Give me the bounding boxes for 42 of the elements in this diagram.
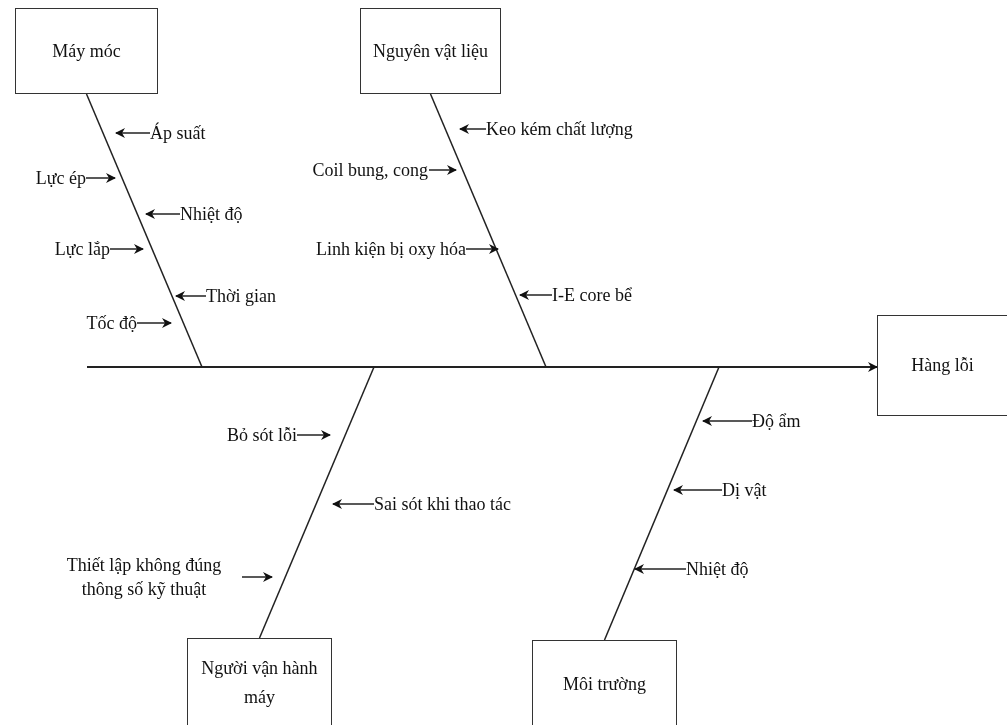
- arrow: [136, 318, 172, 328]
- arrow: [465, 244, 499, 254]
- arrow: [634, 564, 687, 574]
- category-box: Môi trường: [532, 640, 677, 725]
- cause-label: Sai sót khi thao tác: [374, 493, 511, 515]
- cause-label: Độ ẩm: [752, 410, 801, 432]
- bone-line: [603, 366, 720, 641]
- cause-label: Nhiệt độ: [686, 558, 749, 580]
- arrow: [241, 572, 273, 582]
- cause-label: Lực ép: [35, 167, 86, 189]
- bone-line: [429, 93, 547, 368]
- cause-label: I-E core bể: [552, 284, 632, 306]
- arrow: [673, 485, 723, 495]
- arrow: [85, 173, 116, 183]
- arrow: [332, 499, 375, 509]
- arrow: [175, 291, 207, 301]
- cause-label: Tốc độ: [86, 312, 137, 334]
- cause-label: Keo kém chất lượng: [486, 118, 633, 140]
- cause-label: Coil bung, cong: [312, 159, 428, 181]
- bone-line: [258, 366, 375, 639]
- arrow: [145, 209, 181, 219]
- spine-arrow: [86, 362, 878, 372]
- arrow: [459, 124, 487, 134]
- cause-label: Thiết lập không đúng thông số kỹ thuật: [46, 553, 242, 601]
- cause-label: Bỏ sót lỗi: [227, 424, 297, 446]
- arrow: [428, 165, 457, 175]
- bone-line: [85, 93, 203, 368]
- cause-label: Linh kiện bị oxy hóa: [316, 238, 466, 260]
- arrow: [519, 290, 553, 300]
- cause-label: Dị vật: [722, 479, 767, 501]
- arrow: [109, 244, 144, 254]
- arrow: [702, 416, 753, 426]
- arrow: [115, 128, 151, 138]
- arrow: [296, 430, 331, 440]
- cause-label: Thời gian: [206, 285, 276, 307]
- category-box: Nguyên vật liệu: [360, 8, 501, 94]
- cause-label: Lực lắp: [54, 238, 110, 260]
- effect-box: Hàng lỗi: [877, 315, 1007, 416]
- cause-label: Nhiệt độ: [180, 203, 243, 225]
- cause-label: Áp suất: [150, 122, 206, 144]
- category-box: Người vận hành máy: [187, 638, 332, 725]
- category-box: Máy móc: [15, 8, 158, 94]
